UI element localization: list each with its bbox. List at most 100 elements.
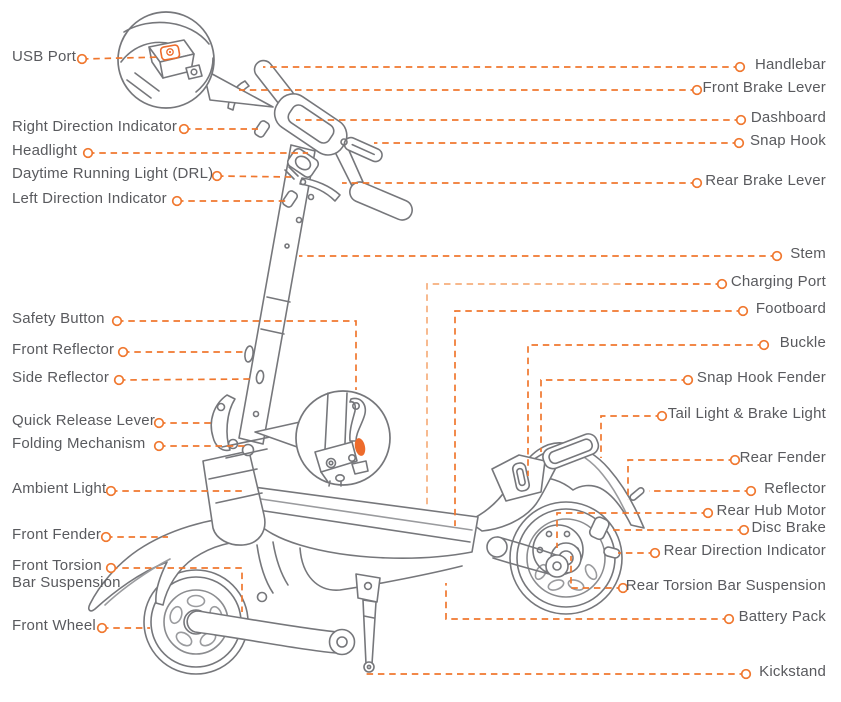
tail-light-drawing xyxy=(542,433,600,470)
part-label-text: Battery Pack xyxy=(738,608,826,625)
part-label-text: Rear Brake Lever xyxy=(705,172,826,189)
part-label-rear-hub-motor: Rear Hub Motor xyxy=(716,502,826,519)
leader-line-rear-fender xyxy=(627,459,735,500)
snap-hook-drawing xyxy=(343,136,383,163)
part-label-text: Rear Direction Indicator xyxy=(663,542,826,559)
part-label-text: Bar Suspension xyxy=(12,574,121,591)
leader-dot-rear-hub-motor xyxy=(702,507,714,519)
leader-dot-front-torsion-bar-suspension xyxy=(105,562,117,574)
leader-line-charging-port xyxy=(426,283,620,505)
leader-line-rear-hub-motor xyxy=(556,512,708,548)
part-label-front-brake-lever: Front Brake Lever xyxy=(703,79,826,96)
leader-dot-rear-fender xyxy=(729,454,741,466)
leader-dot-snap-hook xyxy=(733,137,745,149)
part-label-usb-port: USB Port xyxy=(12,48,76,65)
front-torsion-arm-drawing xyxy=(186,541,356,656)
leader-dot-right-direction-indicator xyxy=(178,123,190,135)
side-reflector-drawing xyxy=(255,369,265,385)
part-label-text: Kickstand xyxy=(759,663,826,680)
leader-dot-battery-pack xyxy=(723,613,735,625)
part-label-text: Quick Release Lever xyxy=(12,412,156,429)
leader-dot-front-brake-lever xyxy=(691,84,703,96)
part-label-kickstand: Kickstand xyxy=(759,663,826,680)
part-label-left-direction-indicator: Left Direction Indicator xyxy=(12,190,167,207)
part-label-text: Right Direction Indicator xyxy=(12,118,178,135)
part-label-text: Snap Hook xyxy=(749,132,826,149)
part-label-daytime-running-light: Daytime Running Light (DRL) xyxy=(12,165,213,182)
leader-dot-front-wheel xyxy=(96,622,108,634)
part-label-text: Front Reflector xyxy=(12,341,115,358)
part-label-disc-brake: Disc Brake xyxy=(751,519,826,536)
part-label-rear-direction-indicator: Rear Direction Indicator xyxy=(664,542,826,559)
part-label-battery-pack: Battery Pack xyxy=(739,608,826,625)
right-direction-indicator-drawing xyxy=(253,120,271,138)
part-label-headlight: Headlight xyxy=(12,142,77,159)
part-label-text: Side Reflector xyxy=(12,369,110,386)
part-label-text: Front Wheel xyxy=(12,617,96,634)
front-reflector-drawing xyxy=(244,345,254,363)
leader-dot-usb-port xyxy=(76,53,88,65)
leader-dot-rear-direction-indicator xyxy=(649,547,661,559)
rear-direction-indicator-drawing xyxy=(603,546,621,559)
leader-dot-footboard xyxy=(737,305,749,317)
part-label-text: Safety Button xyxy=(12,310,105,327)
part-label-side-reflector: Side Reflector xyxy=(12,369,109,386)
usb-port-inset xyxy=(117,11,274,109)
leader-dot-rear-torsion-bar-suspension xyxy=(617,582,629,594)
front-fender-drawing xyxy=(88,515,254,612)
part-label-text: Charging Port xyxy=(730,273,826,290)
part-label-stem: Stem xyxy=(790,245,826,262)
leader-line-usb-port xyxy=(81,56,163,60)
rear-swingarm-drawing xyxy=(486,536,621,578)
part-label-text: Rear Hub Motor xyxy=(716,502,826,519)
leader-dot-front-reflector xyxy=(117,346,129,358)
part-label-text: Front Torsion xyxy=(12,557,102,574)
stem-drawing xyxy=(238,144,316,445)
leader-line-rear-torsion-bar-suspension xyxy=(570,556,623,589)
rear-cowl-drawing xyxy=(467,433,600,532)
leader-line-footboard xyxy=(454,310,743,526)
part-label-text: Footboard xyxy=(755,300,826,317)
leader-dot-rear-brake-lever xyxy=(691,177,703,189)
leader-line-side-reflector xyxy=(118,378,255,381)
part-label-text: Front Brake Lever xyxy=(702,79,826,96)
leader-dot-front-fender xyxy=(100,531,112,543)
part-label-text: Rear Fender xyxy=(739,449,826,466)
part-label-safety-button: Safety Button xyxy=(12,310,105,327)
leader-dot-ambient-light xyxy=(105,485,117,497)
leader-dot-reflector xyxy=(745,485,757,497)
part-label-folding-mechanism: Folding Mechanism xyxy=(12,435,145,452)
leader-dot-folding-mechanism xyxy=(153,440,165,452)
leader-line-snap-hook-fender xyxy=(540,379,688,452)
part-label-front-fender: Front Fender xyxy=(12,526,101,543)
leader-dot-dashboard xyxy=(735,114,747,126)
part-label-charging-port: Charging Port xyxy=(731,273,826,290)
leader-dot-tail-light-brake-light xyxy=(656,410,668,422)
leader-line-daytime-running-light xyxy=(216,175,292,178)
part-label-ambient-light: Ambient Light xyxy=(12,480,106,497)
dashboard-drawing xyxy=(273,93,348,156)
part-label-quick-release-lever: Quick Release Lever xyxy=(12,412,155,429)
rear-wheel-drawing xyxy=(486,501,623,615)
leader-dot-quick-release-lever xyxy=(153,417,165,429)
part-label-text: Front Fender xyxy=(12,526,102,543)
part-label-text: Dashboard xyxy=(750,109,826,126)
part-label-text: Ambient Light xyxy=(12,480,107,497)
leader-line-safety-button xyxy=(117,320,357,390)
usb-port-highlight xyxy=(159,44,181,61)
leader-dot-kickstand xyxy=(740,668,752,680)
part-label-text: Disc Brake xyxy=(751,519,826,536)
part-label-text: USB Port xyxy=(12,48,77,65)
part-label-footboard: Footboard xyxy=(756,300,826,317)
front-column-drawing xyxy=(202,450,266,546)
part-label-text: Folding Mechanism xyxy=(12,435,146,452)
part-label-text: Headlight xyxy=(12,142,78,159)
right-grip-drawing xyxy=(349,181,413,221)
left-direction-indicator-drawing xyxy=(281,190,299,208)
part-label-text: Buckle xyxy=(779,334,826,351)
leader-dot-side-reflector xyxy=(113,374,125,386)
part-label-text: Handlebar xyxy=(754,56,826,73)
rear-brake-lever-drawing xyxy=(299,177,341,202)
